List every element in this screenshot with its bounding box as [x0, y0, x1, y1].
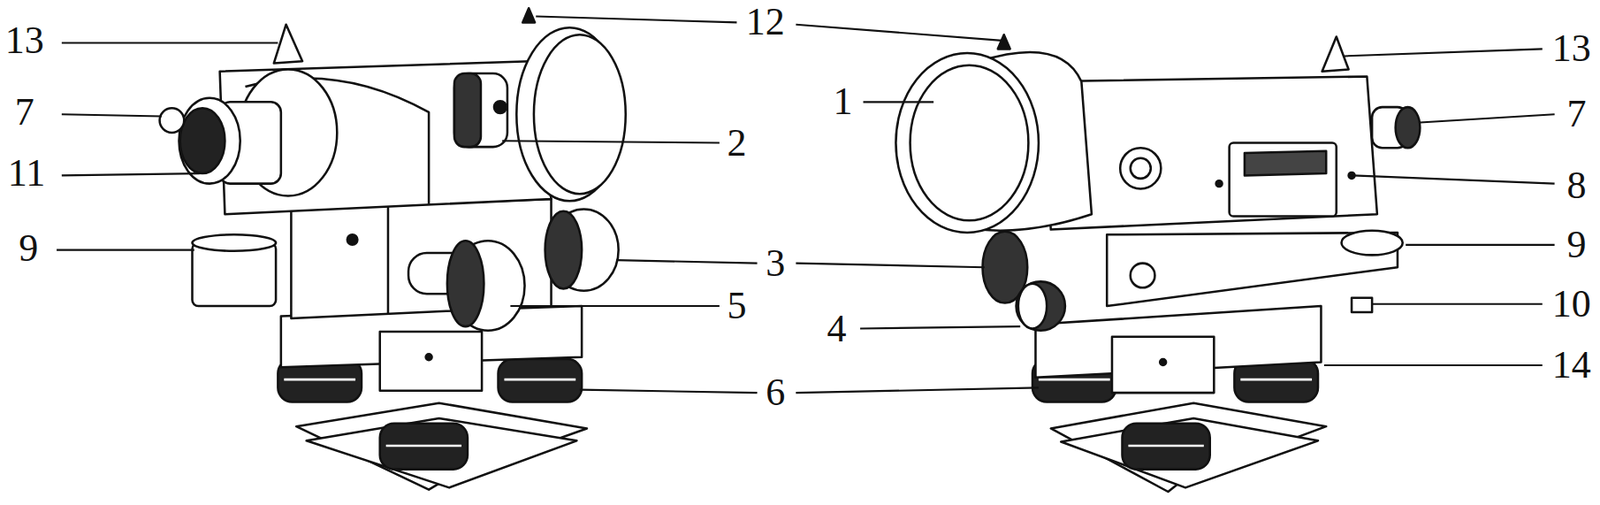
- callout-number: 11: [7, 153, 46, 193]
- callout-number: 1: [832, 82, 853, 122]
- callout-number: 12: [746, 2, 785, 42]
- leader-lines: [56, 15, 1555, 393]
- callout-number: 7: [1566, 94, 1586, 134]
- callout-number: 13: [5, 21, 45, 61]
- callout-number: 3: [765, 243, 785, 283]
- callout-number: 14: [1552, 345, 1592, 385]
- callout-number: 13: [1552, 29, 1592, 69]
- callout-number: 4: [827, 309, 847, 349]
- callout-number: 9: [18, 228, 39, 268]
- callout-number: 6: [765, 373, 785, 412]
- callout-number: 9: [1566, 225, 1586, 265]
- callout-number: 5: [726, 286, 747, 326]
- callout-number: 7: [15, 92, 35, 132]
- callout-number: 8: [1566, 166, 1586, 206]
- callout-number: 2: [726, 123, 747, 163]
- callout-number: 10: [1552, 284, 1592, 324]
